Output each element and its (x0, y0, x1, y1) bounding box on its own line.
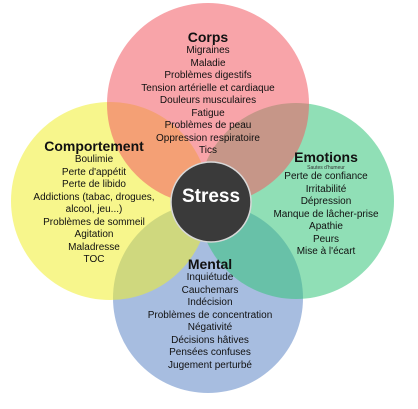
emotions-item: Manque de lâcher-prise (273, 208, 379, 220)
mental-item: Problèmes de concentration (147, 309, 273, 321)
emotions-group: Emotions Sautes d'humeur Perte de confia… (256, 149, 396, 259)
comportement-item: Perte d'appétit (61, 166, 127, 178)
comportement-item: Addictions (tabac, drogues, (33, 191, 155, 203)
comportement-item: TOC (83, 254, 105, 265)
emotions-item: Dépression (300, 196, 352, 207)
stress-label: Stress (181, 186, 241, 207)
mental-item: Indécision (187, 297, 233, 308)
mental-item: Cauchemars (181, 284, 239, 296)
corps-item: Problèmes digestifs (164, 70, 252, 81)
comportement-item: Boulimie (74, 154, 114, 165)
comportement-item: Agitation (74, 229, 114, 240)
emotions-item: Apathie (309, 221, 343, 232)
corps-title: Corps (187, 29, 229, 45)
corps-item: Tension artérielle et cardiaque (141, 82, 275, 94)
mental-item: Négativité (187, 322, 233, 333)
corps-item: Problèmes de peau (164, 120, 252, 131)
corps-item: Tics (199, 145, 217, 156)
emotions-item: Peurs (312, 233, 340, 245)
emotions-title: Emotions (294, 149, 358, 165)
corps-item: Fatigue (191, 107, 225, 119)
comportement-item: Perte de libido (62, 179, 126, 190)
mental-item: Jugement perturbé (168, 359, 252, 371)
comportement-item: Problèmes de sommeil (43, 216, 145, 228)
corps-item: Maladie (190, 57, 226, 69)
stress-circle (170, 161, 252, 243)
comportement-item: alcool, jeu...) (65, 204, 123, 215)
mental-item: Pensées confuses (169, 347, 251, 358)
emotions-item: Irritabilité (305, 183, 347, 195)
mental-title: Mental (187, 256, 233, 272)
mental-item: Décisions hâtives (171, 334, 249, 346)
corps-item: Oppression respiratoire (156, 132, 260, 144)
corps-item: Douleurs musculaires (159, 95, 257, 106)
comportement-item: Maladresse (68, 241, 120, 253)
emotions-item: Perte de confiance (284, 171, 368, 182)
comportement-title: Comportement (44, 138, 144, 154)
emotions-item: Mise à l'écart (296, 246, 356, 257)
emotions-subtitle: Sautes d'humeur (307, 165, 345, 171)
corps-circle (107, 3, 309, 205)
mental-item: Inquiétude (186, 272, 234, 283)
corps-item: Migraines (186, 45, 230, 56)
